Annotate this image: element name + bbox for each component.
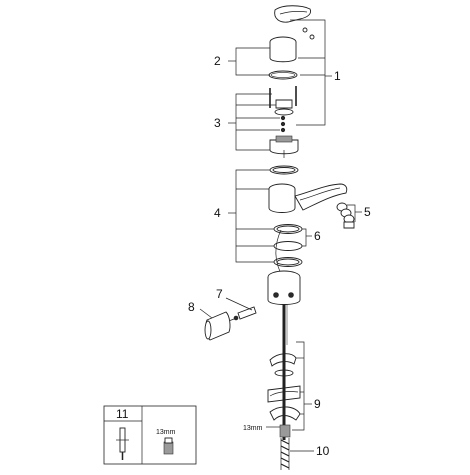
callout-10: 10 [316, 444, 330, 458]
hose-part [279, 424, 291, 470]
side-screw-part [225, 306, 257, 323]
callout-2: 2 [214, 54, 221, 68]
body-rings-part [268, 165, 303, 267]
lever-handle-part [274, 5, 315, 40]
callout-9: 9 [314, 397, 321, 411]
tool-box [103, 405, 197, 465]
cover-cap-part [268, 36, 298, 80]
leader-lines [199, 19, 362, 452]
aerator-part [336, 202, 355, 229]
side-sleeve-part [204, 311, 231, 341]
callout-3: 3 [214, 116, 221, 130]
callout-6: 6 [314, 229, 321, 243]
callout-8: 8 [188, 300, 195, 314]
callout-4: 4 [214, 206, 221, 220]
callout-5: 5 [364, 205, 371, 219]
base-body-part [267, 229, 301, 345]
mounting-hardware-part [267, 345, 301, 440]
cartridge-part [269, 86, 299, 158]
callout-1: 1 [334, 69, 341, 83]
callout-11: 11 [116, 407, 129, 421]
callout-7: 7 [216, 287, 223, 301]
box-13mm-label: 13mm [156, 429, 176, 436]
spout-part [294, 183, 348, 211]
side-13mm-label: 13mm [243, 425, 263, 432]
